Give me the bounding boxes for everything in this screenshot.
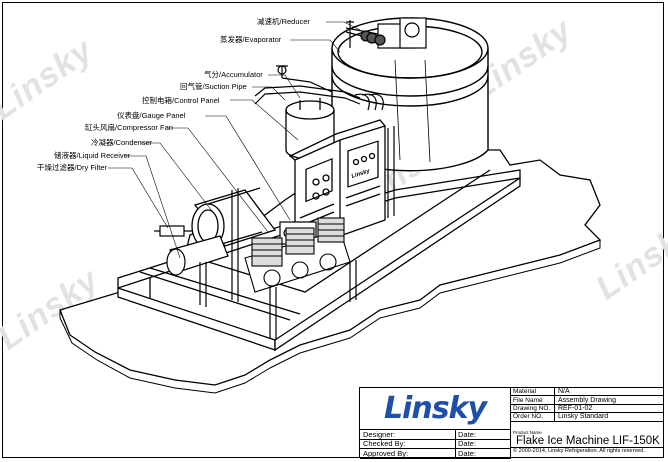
frame-posts — [199, 126, 395, 340]
order-no-row: Order NO. Linsky Standard — [511, 413, 664, 422]
title-block: Linsky Material N/A File Name Assembly D… — [359, 387, 664, 459]
product-name: Flake Ice Machine LIF-150K — [516, 435, 660, 447]
label-control-panel: 控制电箱/Control Panel — [142, 96, 220, 105]
drawing-info: Material N/A File Name Assembly Drawing … — [511, 388, 664, 430]
dry-filter — [154, 225, 192, 237]
approved-row: Approved By: Date: — [360, 449, 511, 459]
label-compressor-fan: 缸头风扇/Compressor Fan — [85, 123, 173, 132]
skid-frame — [117, 169, 521, 352]
suction-pipe — [254, 65, 384, 111]
reducer — [345, 17, 427, 49]
label-dry-filter: 干燥过滤器/Dry Filter — [37, 163, 107, 172]
label-liquid-receiver: 储液器/Liquid Receiver — [54, 151, 131, 160]
label-suction-pipe: 回气管/Suction Pipe — [180, 82, 247, 91]
file-name-row: File Name Assembly Drawing — [511, 396, 664, 405]
drawing-frame — [2, 2, 664, 458]
label-condenser: 冷凝器/Condenser — [91, 138, 153, 147]
accumulator — [285, 98, 335, 160]
material-row: Material N/A — [511, 388, 664, 397]
designer-row: Designer: Date: — [360, 430, 511, 440]
liquid-receiver — [166, 235, 229, 276]
checked-row: Checked By: Date: — [360, 439, 511, 450]
panel-logo: Linsky — [351, 168, 372, 180]
label-reducer: 减速机/Reducer — [257, 17, 310, 26]
drawing-no-row: Drawing NO. REF-01-02 — [511, 404, 664, 414]
product-name-label: Product Name — [513, 430, 542, 435]
leader-lines — [108, 21, 361, 259]
label-gauge-panel: 仪表盘/Gauge Panel — [117, 111, 186, 120]
company-logo: Linsky — [360, 388, 511, 430]
label-evaporator: 蒸发器/Evaporator — [220, 35, 282, 44]
label-accumulator: 气分/Accumulator — [204, 70, 263, 79]
copyright: © 2000-2014, Linsky Refrigeration. All r… — [513, 448, 645, 454]
compressor — [244, 217, 351, 293]
